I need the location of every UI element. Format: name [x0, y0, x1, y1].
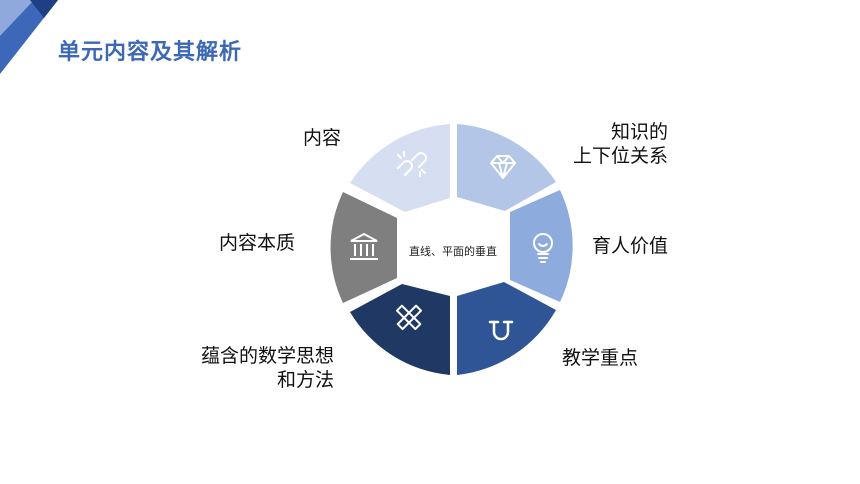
segment-essence: [330, 192, 397, 303]
ruler-pencil-icon: [395, 304, 423, 331]
segment-teaching-focus: [457, 282, 556, 375]
label-knowledge: 知识的 上下位关系: [572, 121, 668, 167]
center-text: 直线、平面的垂直: [409, 244, 497, 258]
lightbulb-icon: [533, 233, 553, 263]
diamond-icon: [490, 155, 516, 179]
label-teaching-focus: 教学重点: [562, 347, 639, 369]
label-essence: 内容本质: [219, 232, 296, 254]
magnet-icon: [488, 320, 514, 341]
page-title: 单元内容及其解析: [58, 40, 243, 65]
broken-link-icon: [397, 151, 427, 177]
label-value: 育人价值: [592, 235, 669, 257]
label-math-thinking: 蕴含的数学思想 和方法: [200, 345, 334, 391]
corner-decoration: [0, 0, 58, 74]
bank-icon: [350, 232, 378, 260]
segment-content: [350, 124, 450, 212]
segment-math-thinking: [350, 284, 450, 375]
label-content: 内容: [303, 127, 342, 149]
